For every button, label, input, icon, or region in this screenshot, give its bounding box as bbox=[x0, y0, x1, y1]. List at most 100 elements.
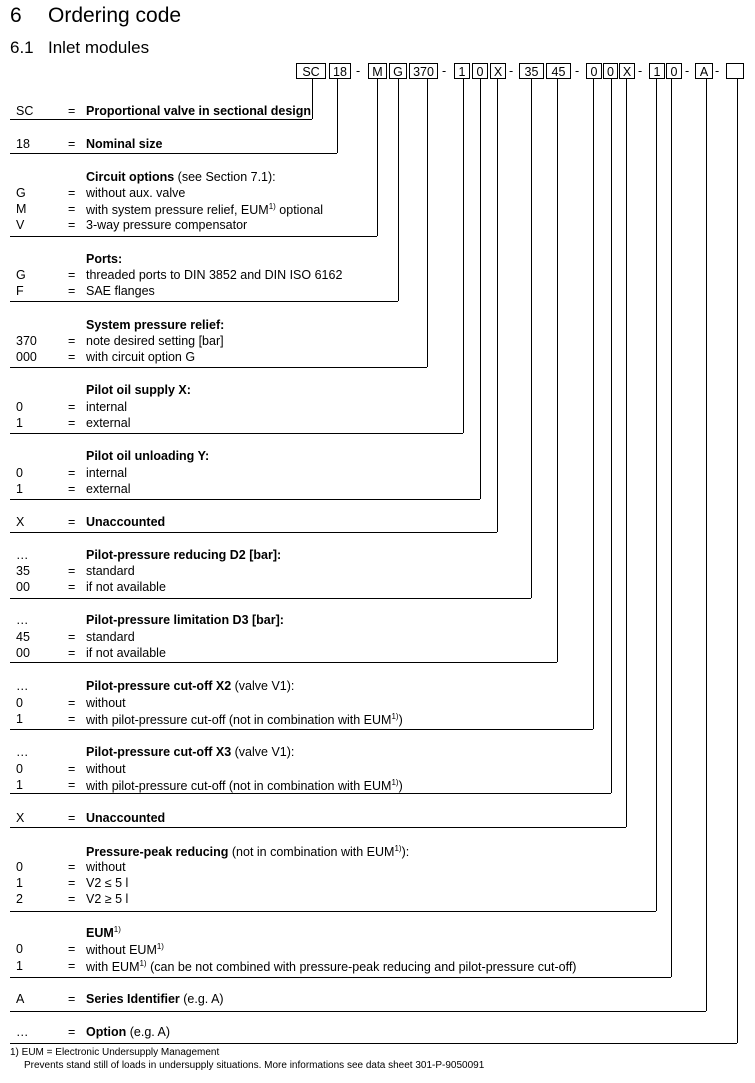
equals-sign: = bbox=[68, 1025, 76, 1039]
equals-sign: = bbox=[68, 564, 76, 578]
separator bbox=[10, 977, 671, 978]
code-dash: - bbox=[685, 64, 690, 78]
connector bbox=[706, 79, 707, 1011]
code-description: Nominal size bbox=[86, 137, 163, 151]
connector bbox=[480, 79, 481, 499]
code-dash: - bbox=[715, 64, 720, 78]
equals-sign: = bbox=[68, 466, 76, 480]
code-box: 18 bbox=[329, 63, 351, 79]
equals-sign: = bbox=[68, 137, 76, 151]
separator bbox=[10, 499, 480, 500]
separator bbox=[10, 793, 611, 794]
group-title: Pilot-pressure cut-off X3 (valve V1): bbox=[86, 745, 295, 759]
code-description: Unaccounted bbox=[86, 515, 166, 529]
equals-sign: = bbox=[68, 350, 76, 364]
separator bbox=[10, 827, 626, 828]
code-value: 1 bbox=[16, 959, 23, 973]
section-heading: 6 Ordering code bbox=[10, 4, 181, 28]
code-box: G bbox=[389, 63, 407, 79]
code-description: if not available bbox=[86, 646, 166, 660]
code-description: with system pressure relief, EUM1) optio… bbox=[86, 202, 324, 218]
group-title: Circuit options (see Section 7.1): bbox=[86, 170, 276, 184]
equals-sign: = bbox=[68, 104, 76, 118]
code-value: G bbox=[16, 268, 26, 282]
group-title: EUM1) bbox=[86, 925, 121, 941]
code-box bbox=[726, 63, 744, 79]
connector bbox=[463, 79, 464, 433]
connector bbox=[593, 79, 594, 729]
equals-sign: = bbox=[68, 218, 76, 232]
code-description: note desired setting [bar] bbox=[86, 334, 224, 348]
footnote-line: 1) EUM = Electronic Undersupply Manageme… bbox=[10, 1047, 220, 1058]
equals-sign: = bbox=[68, 762, 76, 776]
code-description: Series Identifier (e.g. A) bbox=[86, 992, 224, 1006]
subsection-number: 6.1 bbox=[10, 38, 34, 57]
connector bbox=[671, 79, 672, 977]
equals-sign: = bbox=[68, 630, 76, 644]
code-description: if not available bbox=[86, 580, 166, 594]
code-box: 0 bbox=[586, 63, 602, 79]
section-number: 6 bbox=[10, 4, 22, 27]
code-box: A bbox=[695, 63, 713, 79]
code-description: with pilot-pressure cut-off (not in comb… bbox=[86, 712, 403, 728]
code-value: 00 bbox=[16, 646, 30, 660]
code-description: V2 ≥ 5 l bbox=[86, 892, 129, 906]
code-value: M bbox=[16, 202, 27, 216]
code-value: 1 bbox=[16, 712, 23, 726]
code-box: 45 bbox=[546, 63, 571, 79]
equals-sign: = bbox=[68, 646, 76, 660]
code-value: 1 bbox=[16, 416, 23, 430]
equals-sign: = bbox=[68, 811, 76, 825]
equals-sign: = bbox=[68, 876, 76, 890]
code-value: 1 bbox=[16, 876, 23, 890]
code-value: X bbox=[16, 515, 25, 529]
footnote-line: Prevents stand still of loads in undersu… bbox=[24, 1060, 485, 1071]
equals-sign: = bbox=[68, 268, 76, 282]
code-value: 0 bbox=[16, 466, 23, 480]
separator bbox=[10, 301, 398, 302]
equals-sign: = bbox=[68, 202, 76, 216]
code-box: 0 bbox=[472, 63, 488, 79]
equals-sign: = bbox=[68, 942, 76, 956]
connector bbox=[377, 79, 378, 236]
code-value: 0 bbox=[16, 400, 23, 414]
separator bbox=[10, 1011, 706, 1012]
code-value: 2 bbox=[16, 892, 23, 906]
equals-sign: = bbox=[68, 482, 76, 496]
code-value: … bbox=[16, 1025, 29, 1039]
group-title: Pressure-peak reducing (not in combinati… bbox=[86, 844, 410, 860]
subsection-title: Inlet modules bbox=[48, 38, 150, 57]
section-title: Ordering code bbox=[48, 4, 182, 27]
separator bbox=[10, 532, 497, 533]
group-title: Pilot-pressure cut-off X2 (valve V1): bbox=[86, 679, 295, 693]
code-value: 1 bbox=[16, 778, 23, 792]
separator bbox=[10, 911, 656, 912]
equals-sign: = bbox=[68, 992, 76, 1006]
equals-sign: = bbox=[68, 696, 76, 710]
equals-sign: = bbox=[68, 284, 76, 298]
equals-sign: = bbox=[68, 860, 76, 874]
code-box: 1 bbox=[454, 63, 470, 79]
code-value: … bbox=[16, 679, 29, 693]
code-dash: - bbox=[509, 64, 514, 78]
code-description: Option (e.g. A) bbox=[86, 1025, 171, 1039]
group-title: Pilot oil supply X: bbox=[86, 383, 191, 397]
equals-sign: = bbox=[68, 334, 76, 348]
separator bbox=[10, 729, 593, 730]
code-description: with EUM1) (can be not combined with pre… bbox=[86, 959, 577, 975]
code-description: without bbox=[86, 762, 126, 776]
code-value: SC bbox=[16, 104, 34, 118]
code-description: SAE flanges bbox=[86, 284, 155, 298]
equals-sign: = bbox=[68, 892, 76, 906]
separator bbox=[10, 119, 312, 120]
separator bbox=[10, 367, 427, 368]
code-description: standard bbox=[86, 564, 135, 578]
code-box: M bbox=[368, 63, 387, 79]
code-value: 0 bbox=[16, 860, 23, 874]
code-box: 0 bbox=[603, 63, 618, 79]
connector bbox=[737, 79, 738, 1043]
code-description: internal bbox=[86, 400, 127, 414]
code-value: 35 bbox=[16, 564, 30, 578]
code-description: threaded ports to DIN 3852 and DIN ISO 6… bbox=[86, 268, 343, 282]
code-description: external bbox=[86, 416, 131, 430]
